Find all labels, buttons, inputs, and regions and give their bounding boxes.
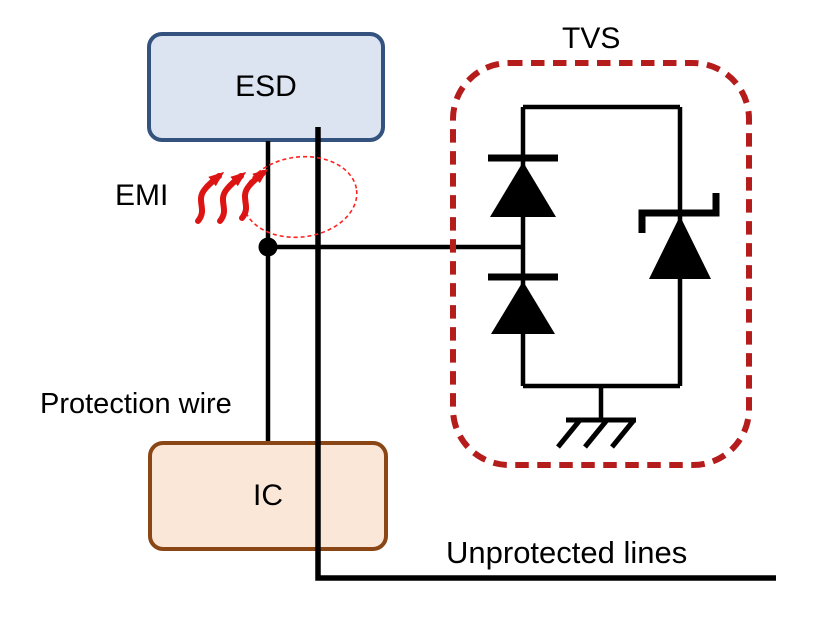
diode-top-triangle xyxy=(490,162,556,217)
protection-wire-label: Protection wire xyxy=(40,388,232,420)
zener-triangle xyxy=(649,216,711,279)
esd-box: ESD xyxy=(147,32,385,142)
emi-arrow-3 xyxy=(239,168,269,221)
emi-arrow-1 xyxy=(195,171,225,224)
zener-cathode-bar xyxy=(638,193,720,233)
ic-box-label: IC xyxy=(253,479,283,512)
junction-dot xyxy=(258,237,278,257)
tvs-boundary-box xyxy=(450,60,752,468)
ic-box: IC xyxy=(148,441,388,551)
emi-arrow-2 xyxy=(217,171,247,224)
diode-bottom xyxy=(488,273,558,334)
ground-symbol xyxy=(556,386,636,449)
esd-box-label: ESD xyxy=(235,70,297,103)
tvs-internal-wires xyxy=(520,104,683,389)
unprotected-lines-label: Unprotected lines xyxy=(446,535,688,570)
zener-diode xyxy=(638,193,720,279)
diode-top xyxy=(488,154,558,217)
diode-bottom-triangle xyxy=(491,281,555,334)
emi-label: EMI xyxy=(115,179,169,212)
tvs-label: TVS xyxy=(562,22,621,55)
emi-arrows-icon xyxy=(195,168,269,224)
ground-hatches xyxy=(556,418,636,449)
surge-highlight-ellipse xyxy=(242,155,358,239)
